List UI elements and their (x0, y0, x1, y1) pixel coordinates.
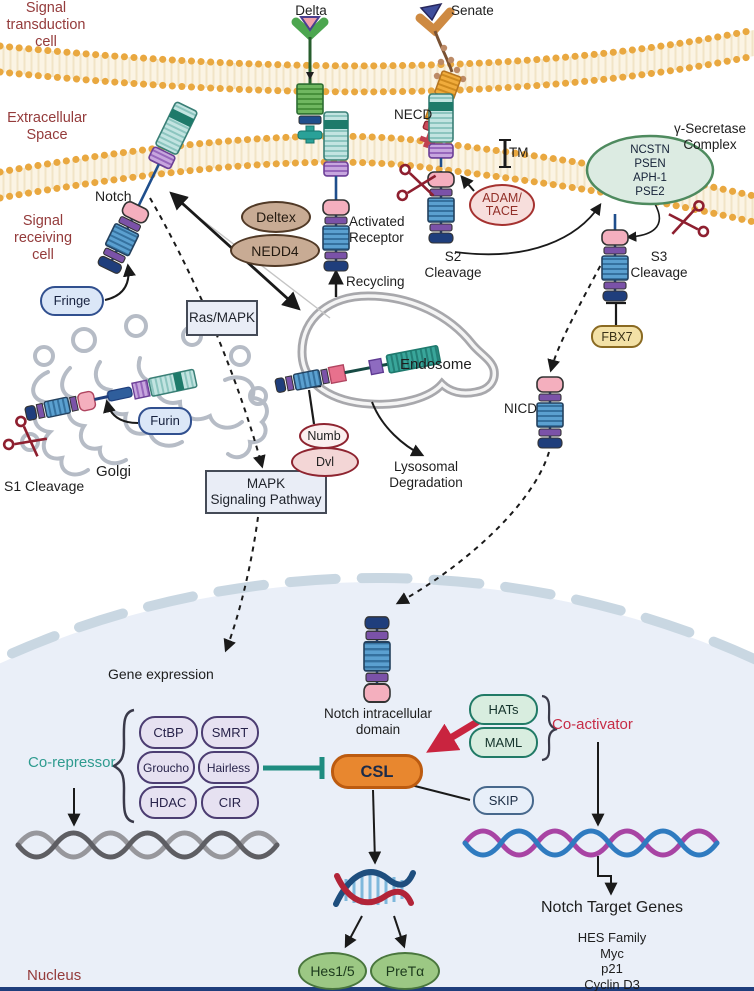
hdac-pill: HDAC (139, 786, 197, 819)
signal-receiving-cell-label: Signal receiving cell (13, 213, 73, 263)
golgi-shape (20, 314, 269, 477)
notch-receptor (94, 100, 199, 277)
numb-pill: Numb (299, 423, 349, 449)
coactivator-brace (541, 694, 558, 762)
necd-label: NECD (394, 107, 433, 122)
tm-marker (499, 139, 511, 168)
lysosomal-arrow (371, 401, 425, 457)
dna-helix-center (333, 869, 416, 907)
dna-to-hes-arrow (344, 915, 363, 949)
hairless-csl-inhibition (263, 757, 325, 779)
dna-to-preta-arrow (393, 915, 407, 949)
csl-pill: CSL (331, 754, 423, 789)
gamma-secretase-components: NCSTN PSEN APH-1 PSE2 (630, 144, 670, 198)
activated-receptor (321, 111, 351, 273)
serrate-label: Senate (451, 3, 494, 18)
signal-transduction-cell-label: Signal transduction cell (6, 0, 86, 50)
csl-skip-line (406, 783, 471, 801)
golgi-receptor (24, 368, 198, 421)
s1-cleavage-label: S1 Cleavage (4, 478, 85, 494)
co-repressor-label: Co-repressor (28, 754, 116, 771)
fringe-pill: Fringe (40, 286, 104, 316)
tm-label: TM (509, 145, 529, 160)
endosome-label: Endosome (400, 356, 472, 373)
lysosomal-degradation-label: Lysosomal Degradation (389, 459, 463, 490)
deltex-pill: Deltex (241, 201, 311, 233)
target-genes-bracket-arrow (597, 856, 618, 896)
co-activator-label: Co-activator (552, 716, 633, 733)
notch-target-genes-label: Notch Target Genes (540, 899, 683, 916)
notch-intracellular-domain-label: Notch intracellular domain (323, 706, 433, 737)
endosome-receptor (274, 345, 442, 393)
cir-pill: CIR (201, 786, 259, 819)
nedd4-pill: NEDD4 (230, 234, 320, 267)
nicd-receptor (535, 375, 565, 450)
furin-pill: Furin (138, 407, 192, 435)
numb-inhibition-tbar (296, 384, 322, 425)
s2-to-gamma-arrow (454, 203, 602, 256)
nucleus-label: Nucleus (27, 967, 82, 984)
golgi-label: Golgi (96, 463, 132, 480)
s3-receptor (600, 214, 630, 303)
preta-pill: PreTα (370, 952, 440, 990)
hats-pill: HATs (469, 694, 538, 725)
gamma-secretase-title: γ-Secretase Complex (673, 121, 747, 152)
fringe-arrow (104, 263, 136, 301)
nicd-to-nucleus-dashed-arrow (395, 451, 550, 605)
maml-pill: MAML (469, 727, 538, 758)
dvl-pill: Dvl (291, 447, 359, 477)
recycling-label: Recycling (346, 274, 405, 289)
nicd-label: NICD (504, 401, 537, 416)
csl-dna-arrow (368, 789, 382, 865)
hes-pill: Hes1/5 (298, 952, 367, 990)
delta-ligand (291, 16, 329, 144)
adam-arrow (460, 175, 475, 192)
s2-cleavage-label: S2 Cleavage (424, 249, 482, 280)
smrt-pill: SMRT (201, 716, 259, 749)
gene-expression-label: Gene expression (108, 666, 214, 682)
target-genes-list: HES Family Myc p21 Cyclin D3 (577, 930, 647, 991)
extracellular-space-label: Extracellular Space (7, 110, 87, 143)
s3-to-nicd-dashed-arrow (547, 256, 606, 373)
gamma-to-s3-arrow (625, 203, 661, 242)
ras-mapk-box: Ras/MAPK (186, 300, 258, 336)
corepressor-brace (111, 708, 135, 824)
bottom-border (0, 987, 754, 991)
mapk-pathway-box: MAPK Signaling Pathway (205, 470, 327, 514)
fbx7-inhibition-tbar (606, 301, 626, 326)
s1-scissors-icon (1, 414, 52, 465)
necd-s2-receptor (426, 93, 456, 245)
gamma-secretase-complex (585, 134, 715, 206)
activated-receptor-label: Activated Receptor (349, 214, 405, 245)
ctbp-pill: CtBP (139, 716, 198, 749)
coactivator-red-arrow (426, 716, 484, 753)
membrane-top-bilayer (0, 26, 754, 96)
gene-expression-dashed-arrow (223, 516, 259, 653)
s3-cleavage-label: S3 Cleavage (630, 249, 688, 280)
dna-helix-gray (15, 830, 280, 860)
dna-helix-blue-magenta (462, 828, 720, 858)
adam-tace-pill: ADAM/ TACE (469, 184, 535, 226)
delta-label: Delta (295, 3, 327, 18)
endosome-shape (297, 291, 499, 409)
fbx7-pill: FBX7 (591, 325, 643, 348)
hairless-pill: Hairless (198, 751, 259, 784)
groucho-pill: Groucho (137, 751, 195, 784)
notch-label: Notch (95, 188, 132, 204)
furin-arrow (103, 399, 139, 424)
skip-pill: SKIP (473, 786, 534, 815)
